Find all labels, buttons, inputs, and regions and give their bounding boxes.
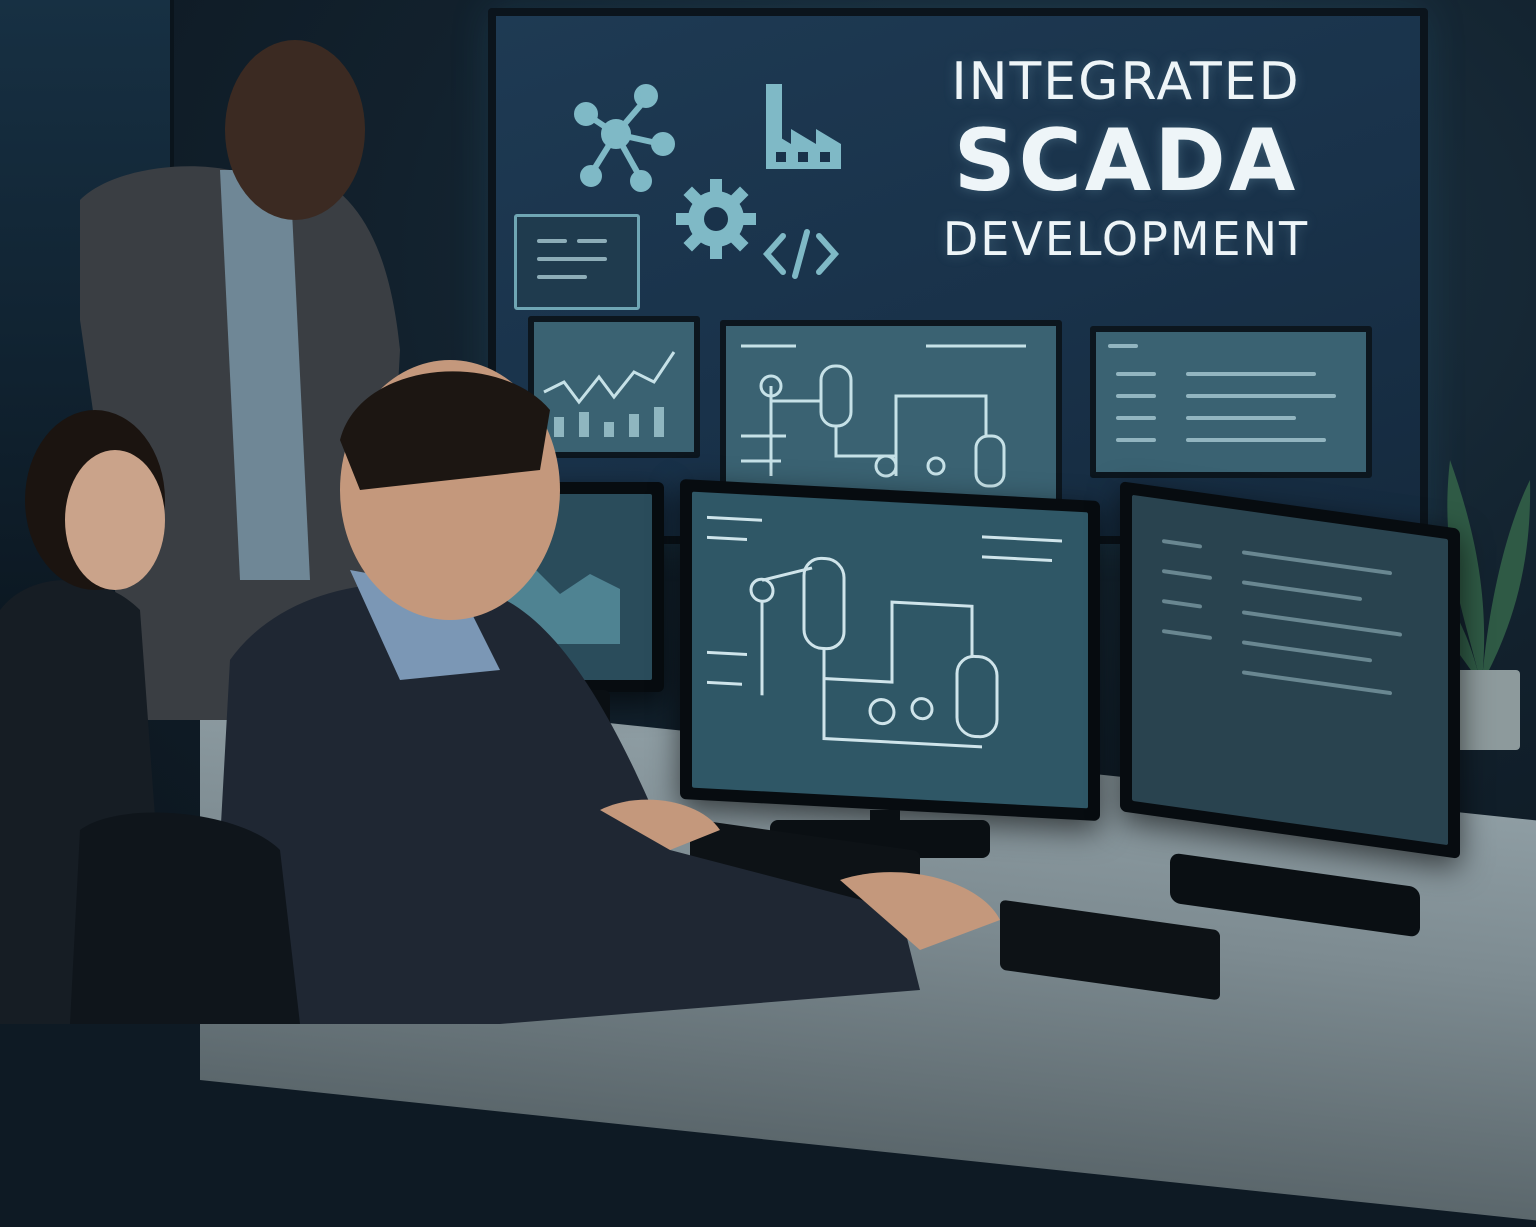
headline-line-3: DEVELOPMENT (942, 212, 1310, 266)
code-brackets-icon (762, 229, 840, 279)
person-left-seated (0, 410, 170, 1024)
small-window-panel (514, 214, 640, 310)
headline: INTEGRATED SCADA DEVELOPMENT (866, 46, 1386, 262)
icon-cluster (566, 64, 866, 304)
list-panel (1090, 326, 1372, 478)
person-standing (80, 40, 400, 720)
headline-line-2: SCADA (953, 111, 1299, 211)
person-seated-foreground (210, 360, 1000, 1024)
factory-icon (766, 84, 841, 169)
gear-icon (676, 179, 756, 259)
headline-line-1: INTEGRATED (951, 52, 1301, 112)
trend-chart-panel (528, 316, 700, 458)
network-nodes-icon (574, 84, 675, 192)
office-chair (70, 812, 300, 1024)
monitor-right (1120, 481, 1460, 859)
pid-diagram-panel (720, 320, 1062, 512)
monitor-center (680, 478, 1100, 822)
